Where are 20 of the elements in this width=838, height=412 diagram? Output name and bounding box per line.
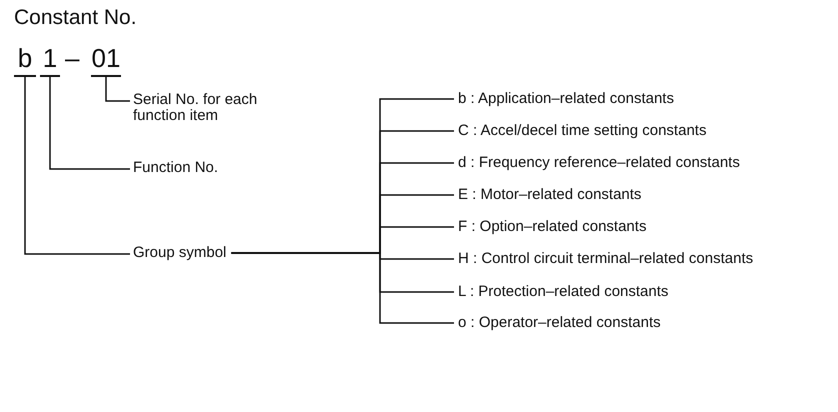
leader-line	[49, 77, 130, 170]
description-text: Function No.	[133, 160, 218, 176]
description-text: Serial No. for each function item	[133, 92, 303, 124]
group-entry: b : Application–related constants	[458, 89, 674, 109]
group-entry: H : Control circuit terminal–related constants	[458, 249, 754, 269]
group-entry: o : Operator–related constants	[458, 313, 661, 333]
group-entry: C : Accel/decel time setting constants	[458, 121, 706, 141]
code-character: 1	[40, 44, 60, 77]
group-entry: F : Option–related constants	[458, 217, 646, 237]
leader-line	[24, 77, 130, 255]
code-character: 01	[91, 44, 121, 77]
code-character: b	[14, 44, 36, 77]
leader-line	[105, 77, 130, 102]
group-entry: d : Frequency reference–related constants	[458, 153, 740, 173]
group-entry: E : Motor–related constants	[458, 185, 642, 205]
description-text: Group symbol	[133, 245, 226, 261]
group-entry: L : Protection–related constants	[458, 282, 668, 302]
diagram-title: Constant No.	[14, 6, 137, 30]
code-separator: –	[65, 44, 80, 72]
leader-line	[231, 252, 454, 324]
